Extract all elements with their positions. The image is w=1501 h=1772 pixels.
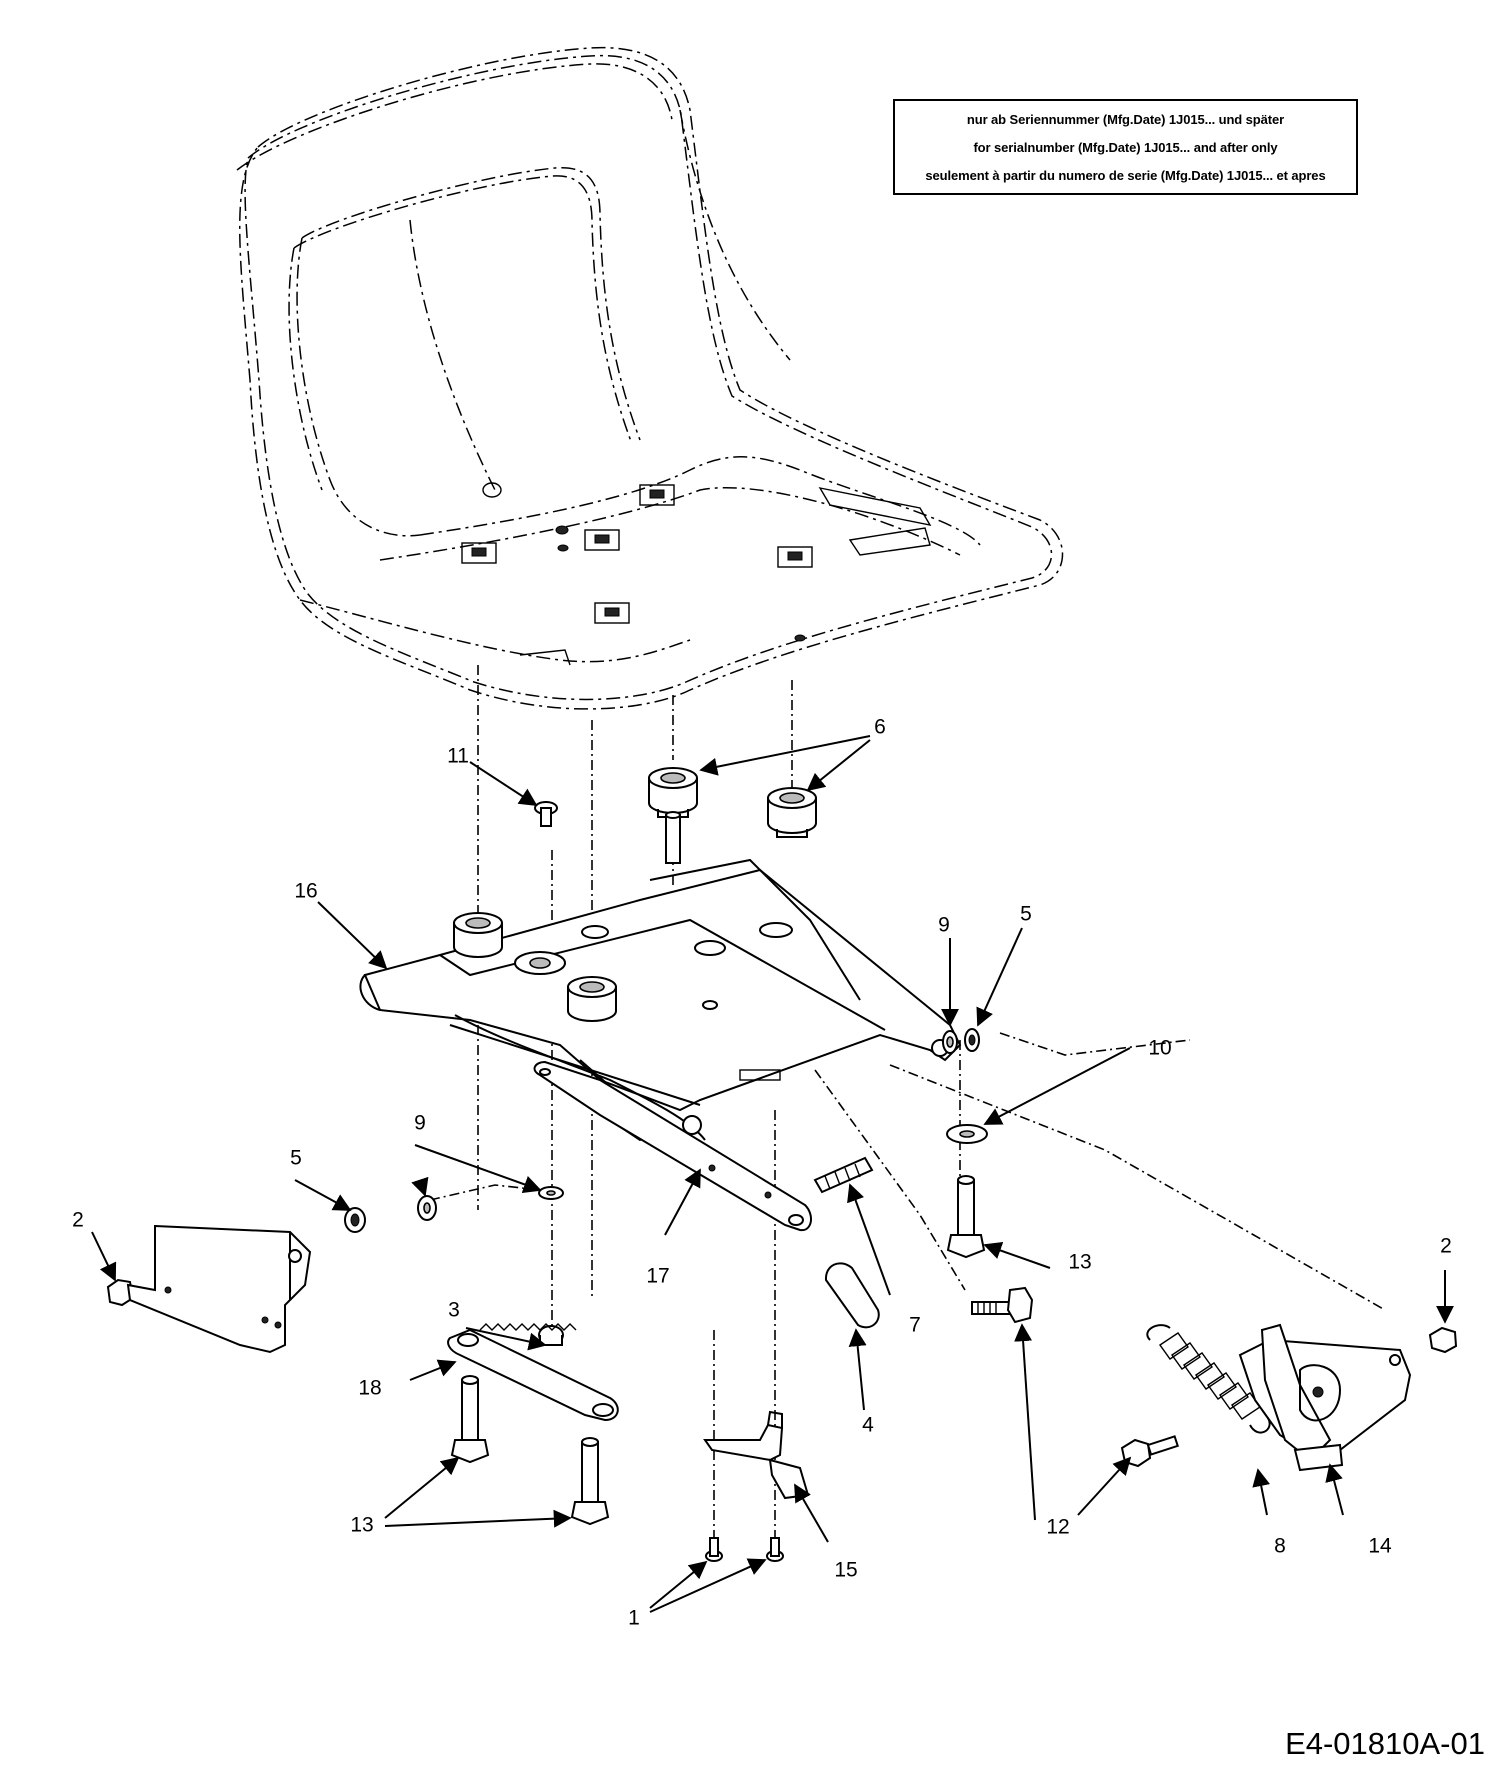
callout-13-left: 13: [350, 1513, 374, 1537]
callout-17: 17: [646, 1264, 670, 1288]
left-bracket: [126, 1224, 312, 1354]
callout-2-right: 2: [1440, 1234, 1452, 1258]
catch-bracket: [703, 1410, 810, 1500]
callout-15: 15: [834, 1558, 858, 1582]
note-line-german: nur ab Seriennummer (Mfg.Date) 1J015... …: [966, 111, 1285, 127]
drawing-id: E4-01810A-01: [1285, 1726, 1485, 1761]
shoulder-bolts: [450, 1175, 986, 1526]
screw-part: [534, 801, 558, 827]
callout-3: 3: [448, 1298, 460, 1322]
callout-9-left: 9: [414, 1111, 426, 1135]
washers-and-nuts: [106, 1028, 1458, 1354]
seat-plate: [359, 811, 962, 1142]
seat: [236, 46, 1064, 710]
note-line-french: seulement à partir du numero de serie (M…: [925, 167, 1326, 183]
small-screws: [705, 1537, 784, 1562]
right-bracket: [1238, 1323, 1412, 1472]
slide-lever: [533, 1060, 812, 1232]
grip-cap: [824, 1262, 880, 1329]
callout-9-right: 9: [938, 913, 950, 937]
callout-5-left: 5: [290, 1146, 302, 1170]
callout-10: 10: [1148, 1036, 1172, 1060]
serial-number-note: nur ab Seriennummer (Mfg.Date) 1J015... …: [893, 99, 1358, 195]
callout-13-right: 13: [1068, 1250, 1092, 1274]
callout-7: 7: [909, 1313, 921, 1337]
hex-bolt-2: [1120, 1435, 1179, 1468]
callout-4: 4: [862, 1413, 874, 1437]
callout-5-right: 5: [1020, 902, 1032, 926]
callout-2-left: 2: [72, 1208, 84, 1232]
adjustment-rack: [447, 1323, 619, 1422]
callout-1: 1: [628, 1606, 640, 1630]
callout-16: 16: [294, 879, 318, 903]
hex-bolt: [971, 1286, 1034, 1324]
callout-14: 14: [1368, 1534, 1392, 1558]
callout-11: 11: [447, 744, 469, 768]
note-line-english: for serialnumber (Mfg.Date) 1J015... and…: [973, 139, 1278, 155]
callout-8: 8: [1274, 1534, 1286, 1558]
callout-18: 18: [358, 1376, 382, 1400]
callout-6: 6: [874, 715, 886, 739]
spring-pin: [813, 1156, 874, 1194]
leader-arrows: [91, 735, 1454, 1613]
callout-12: 12: [1046, 1515, 1070, 1539]
